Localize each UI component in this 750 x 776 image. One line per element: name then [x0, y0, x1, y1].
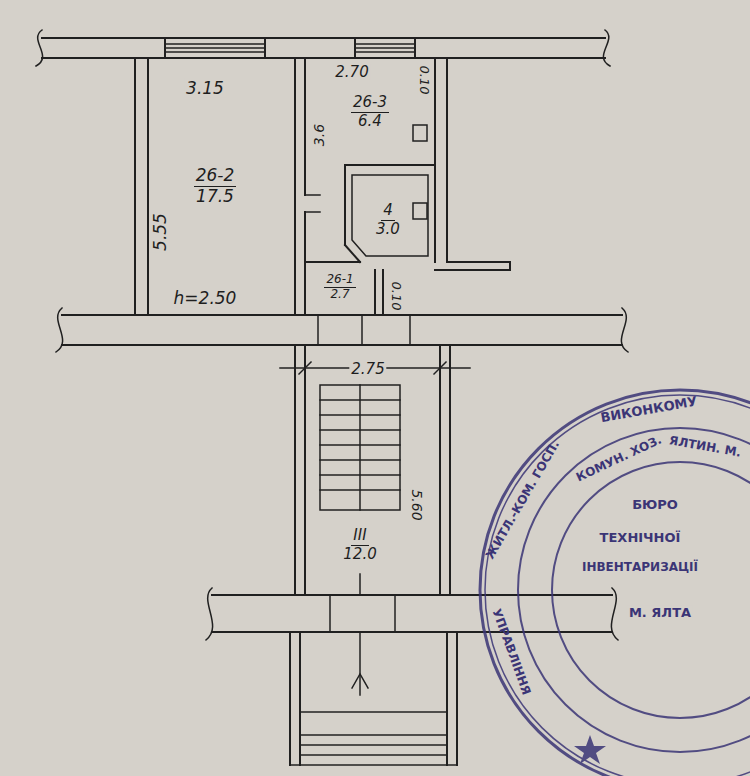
- stamp-text: ВИКОНКОМУ: [598, 394, 701, 426]
- room: 26-12.7: [321, 272, 358, 303]
- dimension-label: 5.55: [151, 211, 170, 253]
- stamp-text: БЮРО: [630, 498, 680, 512]
- room-area: 6.4: [356, 113, 384, 130]
- room-area: 17.5: [194, 187, 236, 207]
- room-number: 4: [381, 202, 395, 220]
- room: 26-217.5: [191, 165, 240, 207]
- room-area: 2.7: [328, 288, 351, 302]
- room: III12.0: [338, 526, 381, 564]
- room-number: III: [351, 527, 368, 545]
- dimension-label: h=2.50: [172, 289, 239, 308]
- dimension-label: 0.10: [389, 280, 403, 313]
- stamp-text: ЯЛТИН. М.: [666, 434, 744, 460]
- room-number: 26-1: [324, 273, 355, 288]
- dimension-label: 3.15: [184, 79, 226, 98]
- stamp-text: М. ЯЛТА: [627, 606, 693, 620]
- room-number: 26-2: [194, 166, 237, 187]
- dimension-label: 5.60: [408, 487, 423, 522]
- stamp-text: УПРАВЛІННЯ: [489, 605, 534, 698]
- walls: [36, 30, 628, 765]
- room: 43.0: [371, 201, 405, 239]
- dimension-label: 3.6: [312, 122, 327, 148]
- stamp-text: ІНВЕНТАРИЗАЦІЇ: [580, 561, 700, 574]
- dimension-label: 0.10: [417, 64, 431, 97]
- room-area: 3.0: [374, 221, 402, 238]
- stamp-text: ТЕХНІЧНОЇ: [598, 531, 683, 545]
- room-area: 12.0: [341, 546, 378, 563]
- dimension-label: 2.70: [333, 64, 370, 81]
- stamp-text: КОМУН. ХОЗ.: [572, 433, 665, 486]
- stamp: [480, 390, 750, 776]
- room: 26-36.4: [348, 93, 392, 131]
- dimension-label: 2.75: [349, 361, 386, 378]
- room-number: 26-3: [351, 94, 389, 112]
- stamp-text: ЖИТЛ.-КОМ. ГОСП.: [483, 437, 564, 563]
